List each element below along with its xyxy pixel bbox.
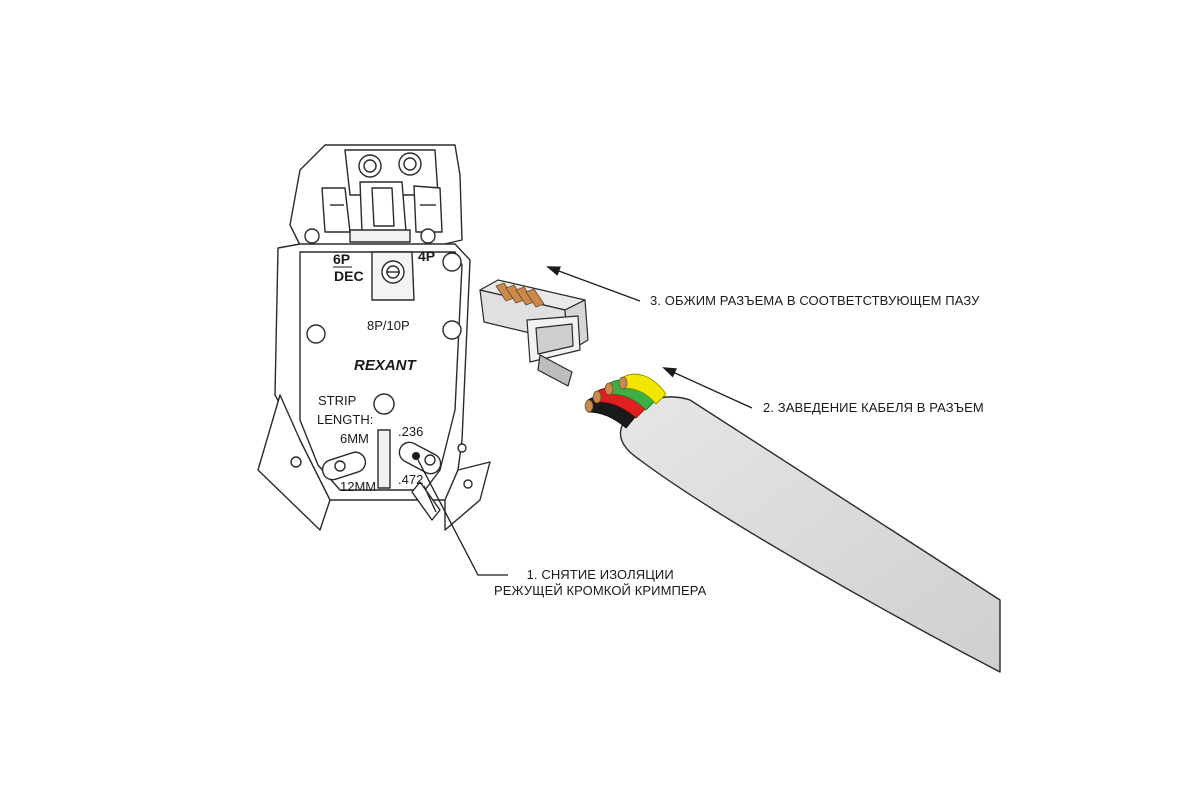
connector-latch xyxy=(537,354,573,387)
screw-upper-right xyxy=(420,228,436,244)
step1-marker xyxy=(412,452,420,460)
label-236: .236 xyxy=(398,424,423,439)
label-strip: STRIP xyxy=(318,393,356,408)
label-12mm: 12MM xyxy=(340,479,376,494)
wire-yellow xyxy=(621,373,667,405)
die-left xyxy=(321,187,351,233)
arrow-icon xyxy=(415,266,753,576)
callout-step3: 3. ОБЖИМ РАЗЪЕМА В СООТВЕТСТВУЮЩЕМ ПАЗУ xyxy=(650,293,980,308)
label-6p: 6P xyxy=(333,251,350,267)
bolt-strip xyxy=(373,393,395,415)
handle-right xyxy=(444,461,491,531)
cable-jacket xyxy=(619,396,1001,673)
strip-slot-right xyxy=(398,441,442,475)
label-4p: 4P xyxy=(418,248,435,264)
blade-slot xyxy=(377,429,391,489)
bolt-mid-left xyxy=(306,324,326,344)
cable-icon xyxy=(584,373,1001,673)
bolt-mid-right xyxy=(442,320,462,340)
callout-step1: 1. СНЯТИЕ ИЗОЛЯЦИИ РЕЖУЩЕЙ КРОМКОЙ КРИМП… xyxy=(494,567,706,599)
callout-step2: 2. ЗАВЕДЕНИЕ КАБЕЛЯ В РАЗЪЕМ xyxy=(763,400,984,415)
label-dec: DEC xyxy=(334,268,364,284)
label-6mm: 6MM xyxy=(340,431,369,446)
screw-upper-left xyxy=(304,228,320,244)
arrow-step2 xyxy=(662,367,753,409)
label-472: .472 xyxy=(398,472,423,487)
label-length: LENGTH: xyxy=(317,412,373,427)
brand-logo: REXANT xyxy=(354,357,418,374)
arrow-step3 xyxy=(546,266,641,302)
bolt-4p xyxy=(442,252,462,272)
rj11-connector-icon xyxy=(479,279,589,387)
label-8p10p: 8P/10P xyxy=(367,318,410,333)
leader-step1 xyxy=(415,455,508,576)
die-right xyxy=(413,185,443,233)
crimper-tool-icon xyxy=(257,144,491,531)
callout-step1-line2: РЕЖУЩЕЙ КРОМКОЙ КРИМПЕРА xyxy=(494,583,707,598)
callout-step1-line1: 1. СНЯТИЕ ИЗОЛЯЦИИ xyxy=(526,567,674,582)
